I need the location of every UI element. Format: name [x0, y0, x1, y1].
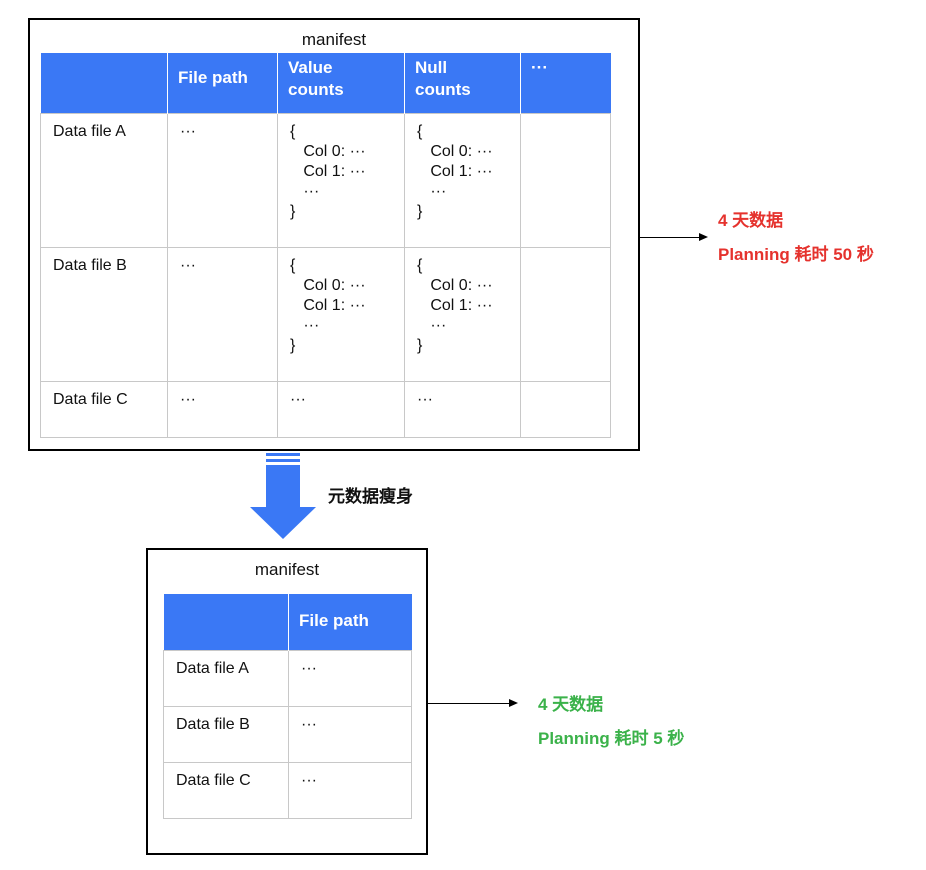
manifest-title: manifest: [301, 30, 367, 49]
manifest-box-after: manifest File path Data file A ··· Data …: [146, 548, 428, 855]
arrow-line-before: [640, 237, 700, 238]
table-row: Data file A ··· { Col 0: ··· Col 1: ··· …: [40, 112, 611, 248]
slim-down-label: 元数据瘦身: [328, 487, 413, 506]
row-null-counts: { Col 0: ··· Col 1: ··· ··· }: [404, 246, 521, 382]
header-more: ···: [520, 53, 611, 113]
row-more: [520, 112, 611, 248]
manifest-title: manifest: [254, 560, 320, 579]
table-header-row: File path Value counts Null counts ···: [40, 53, 611, 113]
table-row: Data file B ···: [163, 705, 412, 763]
row-path: ···: [288, 649, 412, 707]
row-path: ···: [288, 761, 412, 819]
arrow-head-after: [509, 699, 518, 707]
row-path: ···: [167, 246, 278, 382]
row-path: ···: [167, 380, 278, 438]
row-value-counts: { Col 0: ··· Col 1: ··· ··· }: [277, 112, 405, 248]
row-more: [520, 380, 611, 438]
table-row: Data file C ···: [163, 761, 412, 819]
row-name: Data file A: [163, 649, 289, 707]
header-file-path: File path: [288, 594, 412, 650]
row-null-counts: ···: [404, 380, 521, 438]
row-name: Data file A: [40, 112, 168, 248]
result-days: 4 天数据: [718, 211, 784, 230]
result-planning-time: Planning 耗时 50 秒: [718, 245, 874, 264]
row-name: Data file B: [40, 246, 168, 382]
header-file-path: File path: [167, 53, 278, 113]
result-planning-time: Planning 耗时 5 秒: [538, 729, 685, 748]
slim-down-arrow-icon: [250, 453, 316, 539]
result-before: 4 天数据 Planning 耗时 50 秒: [718, 204, 874, 272]
header-null-counts: Null counts: [404, 53, 521, 113]
manifest-box-before: manifest File path Value counts Null cou…: [28, 18, 640, 451]
arrow-head-before: [699, 233, 708, 241]
header-value-counts: Value counts: [277, 53, 405, 113]
row-name: Data file B: [163, 705, 289, 763]
row-name: Data file C: [40, 380, 168, 438]
manifest-table-before: File path Value counts Null counts ··· D…: [40, 53, 611, 438]
row-path: ···: [167, 112, 278, 248]
table-header-row: File path: [163, 594, 412, 650]
row-name: Data file C: [163, 761, 289, 819]
header-corner: [40, 53, 168, 113]
table-row: Data file B ··· { Col 0: ··· Col 1: ··· …: [40, 246, 611, 382]
row-value-counts: ···: [277, 380, 405, 438]
row-more: [520, 246, 611, 382]
result-days: 4 天数据: [538, 695, 604, 714]
table-row: Data file A ···: [163, 649, 412, 707]
header-corner: [163, 594, 289, 650]
row-path: ···: [288, 705, 412, 763]
table-row: Data file C ··· ··· ···: [40, 380, 611, 438]
result-after: 4 天数据 Planning 耗时 5 秒: [538, 688, 684, 756]
row-null-counts: { Col 0: ··· Col 1: ··· ··· }: [404, 112, 521, 248]
row-value-counts: { Col 0: ··· Col 1: ··· ··· }: [277, 246, 405, 382]
arrow-line-after: [428, 703, 510, 704]
manifest-table-after: File path Data file A ··· Data file B ··…: [163, 594, 412, 819]
